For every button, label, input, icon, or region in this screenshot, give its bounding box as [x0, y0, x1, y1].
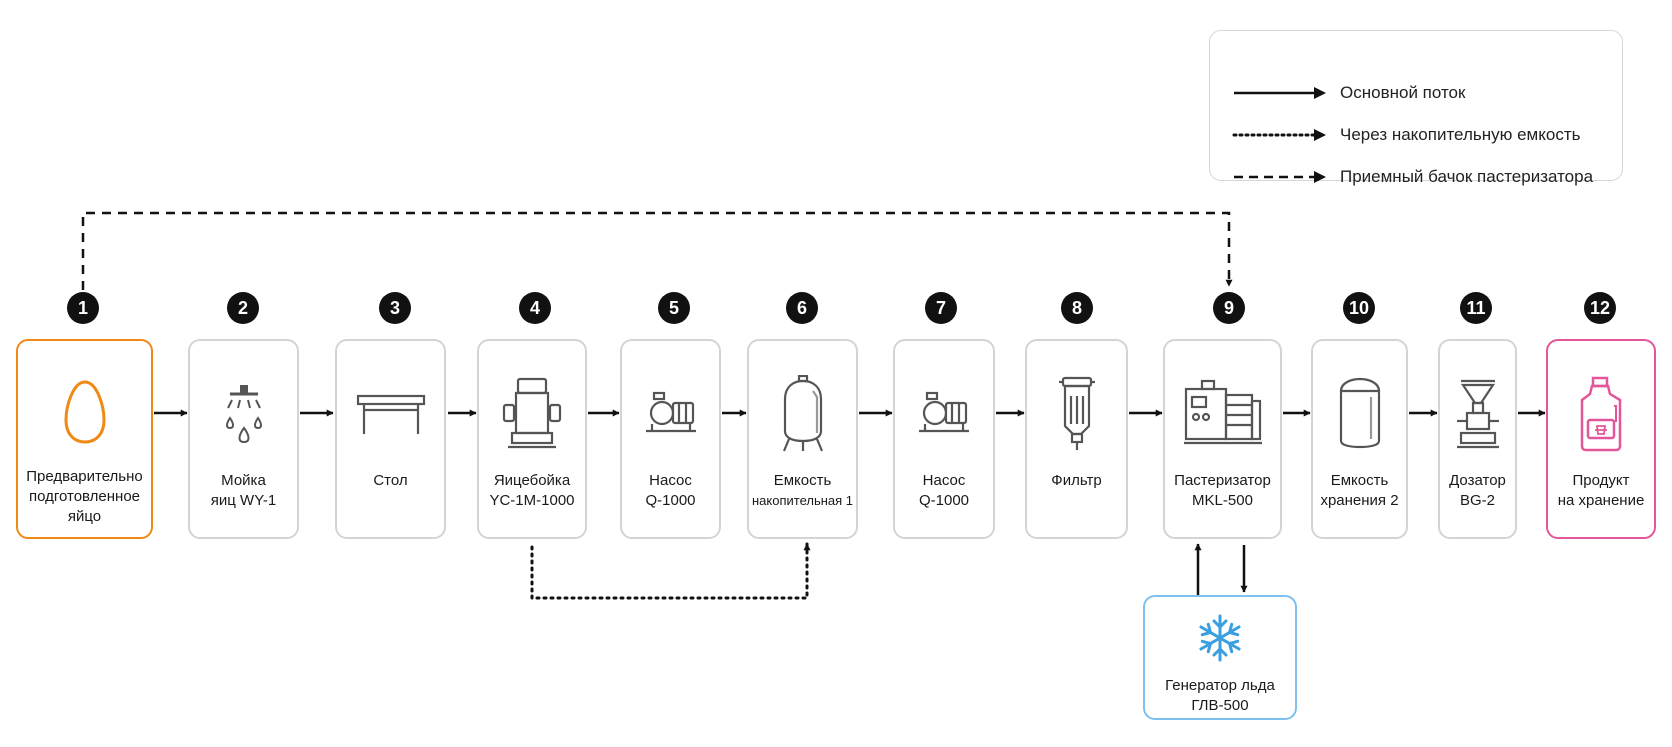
pump-icon — [644, 373, 698, 455]
dotted-arrow-icon — [1232, 129, 1326, 141]
legend: Основной поток Через накопительную емкос… — [1209, 30, 1623, 186]
step-8-filter[interactable]: Фильтр — [1025, 339, 1128, 539]
legend-main-flow: Основной поток — [1232, 81, 1465, 105]
legend-via-storage: Через накопительную емкость — [1232, 123, 1580, 147]
table-icon — [356, 373, 426, 455]
step-number-3: 3 — [379, 292, 411, 324]
step-number-6: 6 — [786, 292, 818, 324]
legend-main-flow-label: Основной поток — [1340, 83, 1466, 102]
step-3-table[interactable]: Стол — [335, 339, 446, 539]
pasteurizer-tank-line — [81, 211, 1233, 290]
step-3-label: Стол — [373, 472, 408, 489]
washer-spray-icon — [218, 373, 270, 455]
dispenser-icon — [1453, 373, 1503, 455]
step-number-12: 12 — [1584, 292, 1616, 324]
step-number-1: 1 — [67, 292, 99, 324]
legend-via-storage-label: Через накопительную емкость — [1340, 125, 1581, 144]
legend-pasteurizer-tank: Приемный бачок пастеризатора — [1232, 165, 1593, 189]
dashed-arrow-icon — [1234, 171, 1326, 183]
egg-icon — [63, 371, 107, 453]
pasteurizer-icon — [1182, 373, 1264, 455]
step-number-7: 7 — [925, 292, 957, 324]
storage-tank-icon — [1337, 373, 1383, 455]
egg-breaker-icon — [500, 373, 564, 455]
step-8-label: Фильтр — [1051, 472, 1102, 489]
step-number-11: 11 — [1460, 292, 1492, 324]
step-number-10: 10 — [1343, 292, 1375, 324]
tank-icon — [779, 373, 827, 455]
solid-arrow-icon — [1234, 87, 1326, 99]
step-number-9: 9 — [1213, 292, 1245, 324]
step-number-8: 8 — [1061, 292, 1093, 324]
step-number-4: 4 — [519, 292, 551, 324]
snowflake-icon — [1195, 613, 1245, 668]
filter-icon — [1057, 373, 1097, 455]
legend-pasteurizer-tank-label: Приемный бачок пастеризатора — [1340, 167, 1594, 186]
product-bottle-icon — [1576, 373, 1626, 455]
step-number-2: 2 — [227, 292, 259, 324]
step-number-5: 5 — [658, 292, 690, 324]
pump-icon — [917, 373, 971, 455]
storage-tank-line — [530, 542, 811, 600]
